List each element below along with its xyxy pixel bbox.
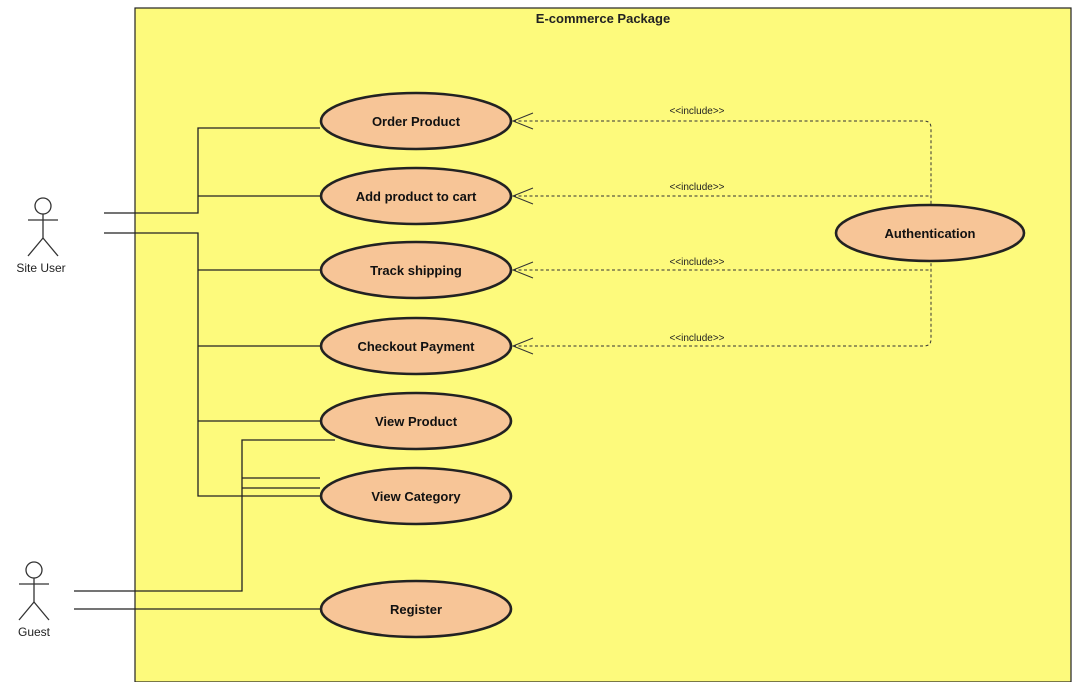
use-case-view-category[interactable]: View Category [319, 466, 513, 526]
include-add-to-cart-label: <<include>> [669, 182, 724, 193]
use-case-track-shipping-label: Track shipping [370, 263, 462, 278]
use-case-view-category-label: View Category [371, 489, 461, 504]
site-user-associations [104, 127, 320, 497]
use-case-view-product-label: View Product [375, 414, 458, 429]
actor-guest-icon [18, 561, 50, 621]
include-checkout-payment-label: <<include>> [669, 333, 724, 344]
use-case-add-to-cart-label: Add product to cart [356, 189, 477, 204]
guest-associations [74, 439, 335, 610]
actor-guest[interactable]: Guest [18, 561, 51, 639]
site-user-upper-line [104, 127, 320, 214]
use-case-add-to-cart[interactable]: Add product to cart [319, 166, 513, 226]
guest-view-line [74, 439, 335, 592]
actor-site-user-icon [27, 197, 59, 257]
use-case-authentication-label: Authentication [885, 226, 976, 241]
site-user-lower-line [104, 232, 320, 497]
actor-guest-label: Guest [18, 625, 51, 639]
use-case-register[interactable]: Register [319, 579, 513, 639]
package-title: E-commerce Package [536, 11, 670, 26]
actor-site-user[interactable]: Site User [16, 197, 66, 275]
include-checkout-payment-arrow [511, 337, 534, 355]
include-track-shipping-arrow [511, 261, 534, 279]
use-case-order-product[interactable]: Order Product [319, 91, 513, 151]
use-case-view-product[interactable]: View Product [319, 391, 513, 451]
actor-site-user-label: Site User [16, 261, 65, 275]
ecommerce-package-boundary [134, 7, 1072, 682]
include-order-product-label: <<include>> [669, 106, 724, 117]
include-order-product-arrow [511, 112, 534, 130]
include-add-to-cart-arrow [511, 187, 534, 205]
include-track-shipping-label: <<include>> [669, 257, 724, 268]
use-case-authentication[interactable]: Authentication [834, 203, 1026, 263]
use-case-register-label: Register [390, 602, 442, 617]
use-case-order-product-label: Order Product [372, 114, 461, 129]
use-case-checkout-payment-label: Checkout Payment [357, 339, 475, 354]
use-case-track-shipping[interactable]: Track shipping [319, 240, 513, 300]
include-dependencies: <<include>> <<include>> <<include>> <<in… [511, 106, 932, 355]
use-case-checkout-payment[interactable]: Checkout Payment [319, 316, 513, 376]
